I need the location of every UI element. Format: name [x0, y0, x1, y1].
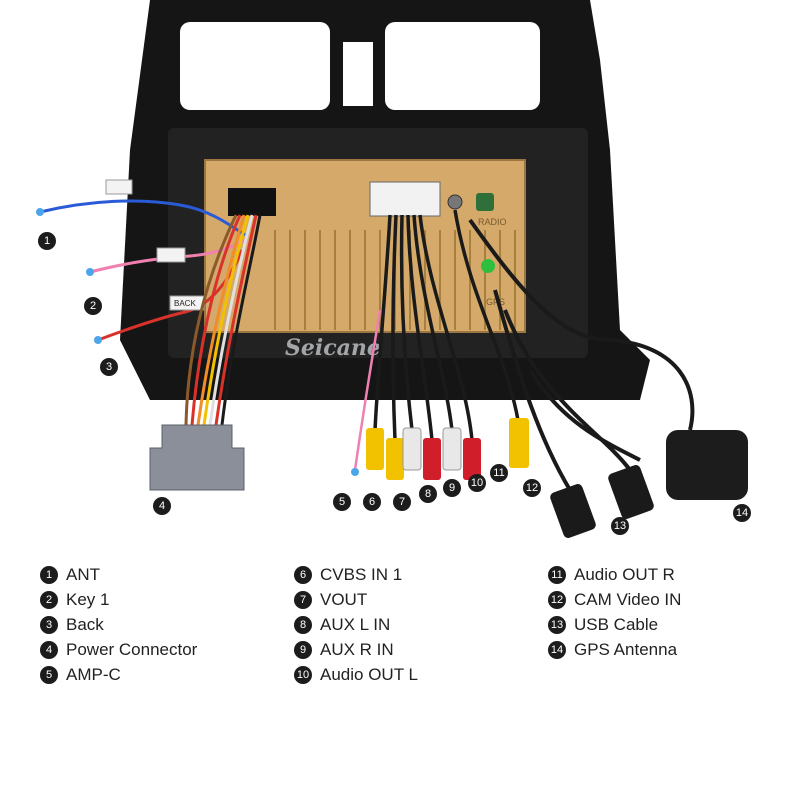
legend: 1 ANT 2 Key 1 3 Back 4 Power Connector 5…	[40, 562, 780, 702]
legend-label: AUX L IN	[320, 614, 391, 634]
wire-back-tag-text: BACK	[174, 299, 196, 308]
legend-badge: 2	[40, 590, 58, 609]
callout-8: 8	[419, 485, 437, 503]
wiring-diagram: RADIO GPS Seicane BACK	[36, 0, 751, 538]
rca-vout	[386, 438, 404, 480]
wire-amp	[353, 309, 382, 471]
frame-window-right	[385, 22, 540, 110]
watermark: Seicane	[285, 335, 381, 361]
legend-item: 6 CVBS IN 1	[294, 562, 534, 587]
frame-window-left	[180, 22, 330, 110]
usb-plug-1	[550, 484, 596, 538]
legend-badge: 4	[40, 640, 58, 659]
rca-plugs	[366, 418, 529, 480]
chassis-fins	[274, 230, 516, 330]
legend-item: 5 AMP-C	[40, 662, 280, 687]
frame-window-center	[343, 42, 373, 106]
gps-antenna	[666, 430, 748, 500]
callout-1: 1	[38, 232, 56, 250]
legend-item: 8 AUX L IN	[294, 612, 534, 637]
legend-badge: 13	[548, 615, 566, 634]
callout-3: 3	[100, 358, 118, 376]
callout-2: 2	[84, 297, 102, 315]
usb-plug-2	[608, 465, 654, 519]
legend-badge: 6	[294, 565, 312, 584]
power-harness	[184, 214, 262, 426]
legend-badge: 9	[294, 640, 312, 659]
legend-item: 9 AUX R IN	[294, 637, 534, 662]
wiring-illustration: RADIO GPS Seicane BACK	[36, 0, 748, 538]
legend-item: 10 Audio OUT L	[294, 662, 534, 687]
radio-label: RADIO	[478, 217, 507, 227]
callout-13: 13	[611, 517, 629, 535]
gps-label: GPS	[486, 297, 505, 307]
legend-badge: 5	[40, 665, 58, 684]
wire-key1-tag	[156, 247, 186, 263]
legend-label: Power Connector	[66, 639, 198, 659]
wire-ant-tip	[36, 208, 44, 216]
radio-antenna-socket	[447, 194, 463, 210]
legend-badge: 12	[548, 590, 566, 609]
legend-item: 12 CAM Video IN	[548, 587, 788, 612]
legend-column-2: 6 CVBS IN 1 7 VOUT 8 AUX L IN 9 AUX R IN…	[294, 562, 534, 687]
rca-aux-l	[423, 438, 441, 480]
callout-12: 12	[523, 479, 541, 497]
wire-back-tip	[94, 336, 102, 344]
legend-label: AUX R IN	[320, 639, 394, 659]
legend-label: Back	[66, 614, 104, 634]
legend-item: 1 ANT	[40, 562, 280, 587]
legend-item: 2 Key 1	[40, 587, 280, 612]
legend-badge: 11	[548, 565, 566, 584]
video-socket	[369, 181, 441, 217]
rca-cam-video	[509, 418, 529, 468]
gps-socket	[476, 193, 494, 211]
callout-14: 14	[733, 504, 751, 522]
callout-11: 11	[490, 464, 508, 482]
wire-ant	[39, 199, 246, 237]
callout-7: 7	[393, 493, 411, 511]
legend-item: 7 VOUT	[294, 587, 534, 612]
wire-key1	[89, 238, 246, 274]
legend-label: USB Cable	[574, 614, 659, 634]
legend-badge: 3	[40, 615, 58, 634]
legend-item: 13 USB Cable	[548, 612, 788, 637]
callout-10: 10	[468, 474, 486, 492]
legend-badge: 7	[294, 590, 312, 609]
legend-column-3: 11 Audio OUT R 12 CAM Video IN 13 USB Ca…	[548, 562, 788, 662]
rca-cables	[373, 209, 520, 441]
legend-column-1: 1 ANT 2 Key 1 3 Back 4 Power Connector 5…	[40, 562, 280, 687]
legend-label: GPS Antenna	[574, 639, 678, 659]
legend-item: 11 Audio OUT R	[548, 562, 788, 587]
rca-cvbs-in1	[366, 428, 384, 470]
legend-badge: 1	[40, 565, 58, 584]
rca-vout-white	[402, 427, 422, 471]
legend-badge: 8	[294, 615, 312, 634]
legend-label: CVBS IN 1	[320, 564, 403, 584]
legend-label: CAM Video IN	[574, 589, 682, 609]
legend-item: 3 Back	[40, 612, 280, 637]
wire-amp-tip	[351, 468, 359, 476]
legend-badge: 10	[294, 665, 312, 684]
callout-6: 6	[363, 493, 381, 511]
legend-item: 4 Power Connector	[40, 637, 280, 662]
callout-9: 9	[443, 479, 461, 497]
legend-label: AMP-C	[66, 664, 121, 684]
main-harness-socket	[228, 188, 276, 216]
usb-gps-cables	[468, 218, 695, 492]
power-connector	[149, 424, 245, 491]
status-led-icon	[481, 259, 495, 273]
legend-badge: 14	[548, 640, 566, 659]
callout-5: 5	[333, 493, 351, 511]
legend-item: 14 GPS Antenna	[548, 637, 788, 662]
legend-label: ANT	[66, 564, 100, 584]
legend-label: Key 1	[66, 589, 110, 609]
wire-key1-tip	[86, 268, 94, 276]
legend-label: Audio OUT L	[320, 664, 418, 684]
legend-label: Audio OUT R	[574, 564, 675, 584]
rca-aux-r	[442, 427, 462, 471]
wire-ant-tag	[105, 179, 133, 195]
rca-audio-out-l	[463, 438, 481, 480]
callout-4: 4	[153, 497, 171, 515]
legend-label: VOUT	[320, 589, 368, 609]
